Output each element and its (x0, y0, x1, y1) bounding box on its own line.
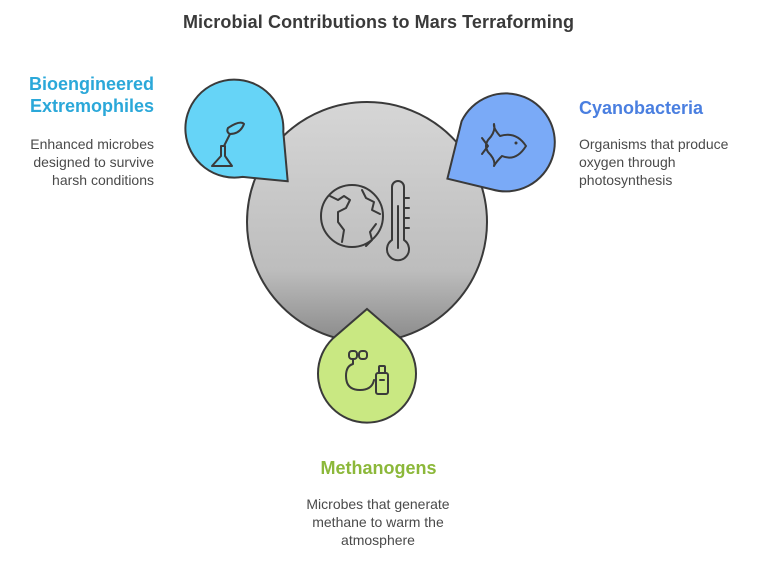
bioengineered-desc-line-3: harsh conditions (52, 172, 154, 188)
bioengineered-teardrop (184, 78, 289, 183)
gas-tank-icon (345, 350, 389, 395)
flask-plant-icon (211, 121, 245, 167)
bioengineered-desc-line-1: Enhanced microbes (30, 136, 154, 152)
bioengineered-description: Enhanced microbes designed to survive ha… (4, 135, 154, 189)
bioengineered-heading-line-2: Extremophiles (29, 96, 154, 116)
cyanobacteria-heading: Cyanobacteria (579, 98, 704, 118)
methanogens-desc-line-1: Microbes that generate (306, 496, 450, 512)
methanogens-heading: Methanogens (320, 458, 437, 478)
cyanobacteria-desc-line-1: Organisms that produce (579, 136, 729, 152)
globe-icon (320, 184, 384, 248)
cyanobacteria-description: Organisms that produce oxygen through ph… (579, 135, 754, 189)
cyanobacteria-desc-line-3: photosynthesis (579, 172, 673, 188)
diagram-title: Microbial Contributions to Mars Terrafor… (182, 12, 575, 32)
methanogens-teardrop (317, 307, 417, 424)
bioengineered-heading: Bioengineered Extremophiles (4, 73, 154, 117)
methanogens-description: Microbes that generate methane to warm t… (278, 495, 478, 549)
bioengineered-desc-line-2: designed to survive (33, 154, 154, 170)
thermometer-icon (386, 180, 410, 262)
methanogens-desc-line-3: atmosphere (341, 532, 415, 548)
cyanobacteria-desc-line-2: oxygen through (579, 154, 676, 170)
fish-icon (481, 123, 527, 167)
bioengineered-heading-line-1: Bioengineered (28, 74, 154, 94)
methanogens-desc-line-2: methane to warm the (312, 514, 444, 530)
cyanobacteria-teardrop (446, 92, 556, 193)
